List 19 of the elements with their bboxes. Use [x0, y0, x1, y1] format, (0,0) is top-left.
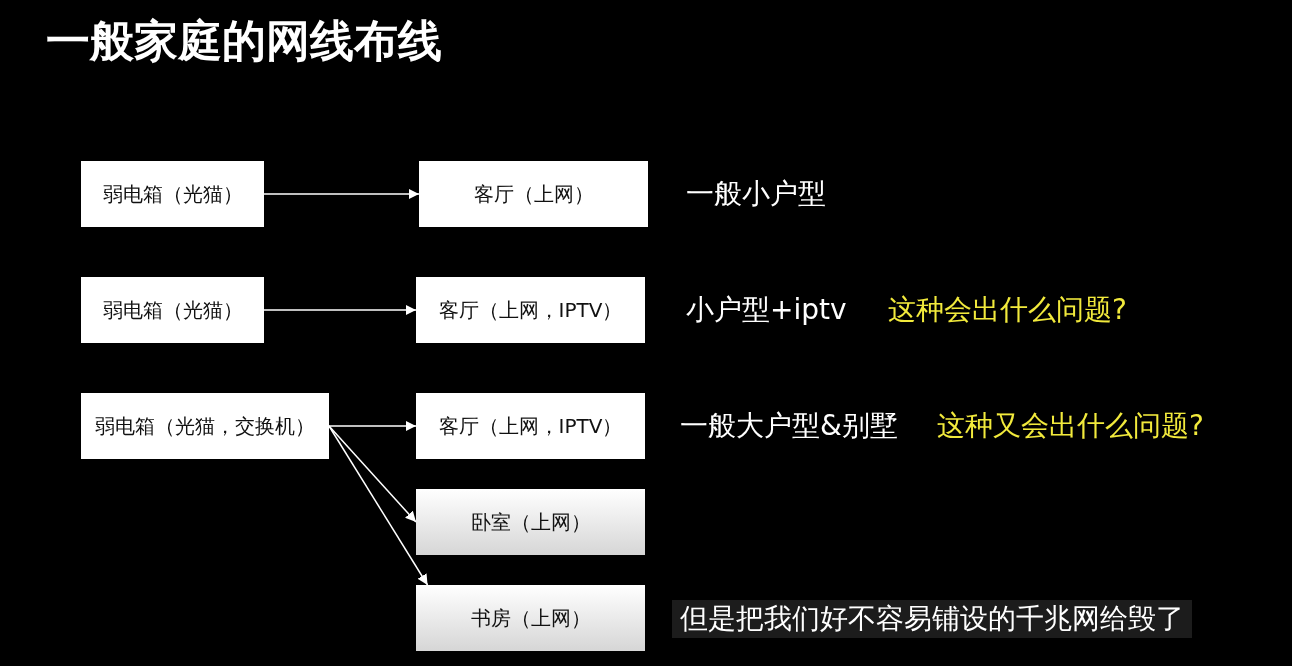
question-text: 这种会出什么问题? — [888, 293, 1127, 327]
arrow — [328, 425, 417, 523]
room-box: 客厅（上网） — [419, 161, 648, 227]
room-box: 卧室（上网） — [416, 489, 645, 555]
room-box: 弱电箱（光猫） — [81, 161, 264, 227]
note-text: 小户型+iptv — [686, 293, 847, 327]
arrow — [263, 304, 417, 316]
note-text: 一般小户型 — [686, 177, 826, 211]
room-box: 弱电箱（光猫，交换机） — [81, 393, 329, 459]
room-box: 客厅（上网，IPTV） — [416, 393, 645, 459]
question-text: 这种又会出什么问题? — [937, 409, 1204, 443]
title: 一般家庭的网线布线 — [46, 14, 442, 68]
arrow — [328, 420, 417, 432]
room-box: 弱电箱（光猫） — [81, 277, 264, 343]
subtitle-text: 但是把我们好不容易铺设的千兆网给毁了 — [672, 600, 1192, 638]
note-text: 一般大户型&别墅 — [680, 409, 898, 443]
room-box: 客厅（上网，IPTV） — [416, 277, 645, 343]
arrow — [263, 188, 420, 200]
room-box: 书房（上网） — [416, 585, 645, 651]
